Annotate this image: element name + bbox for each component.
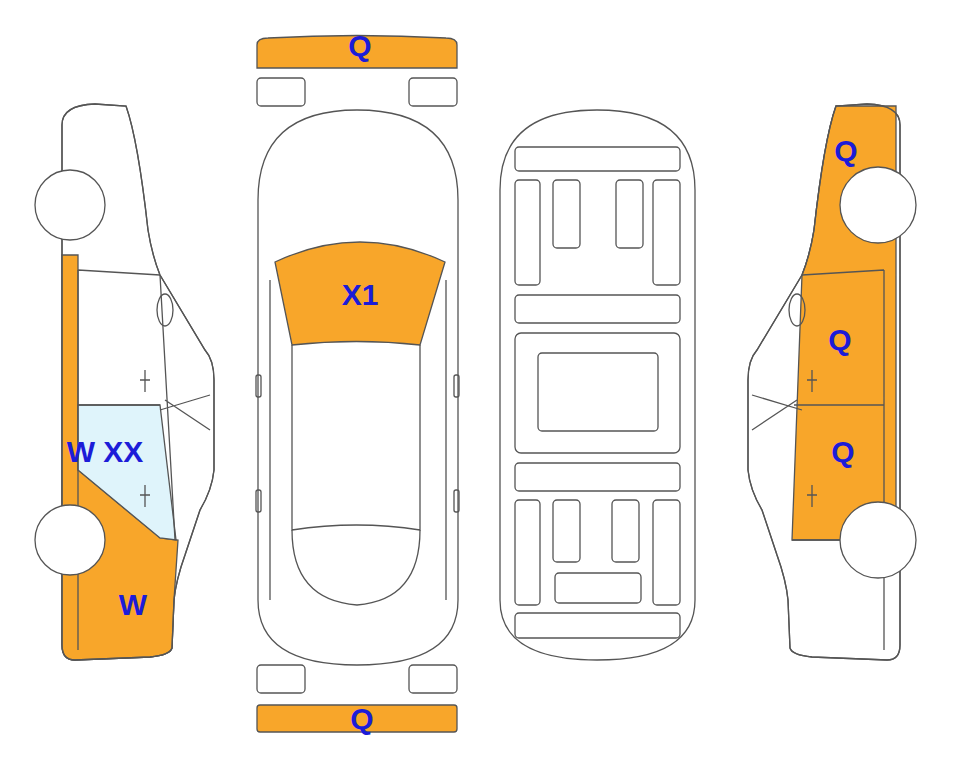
left-side-view [35, 104, 214, 660]
damage-code: Q [348, 31, 371, 61]
damage-code: X1 [342, 280, 379, 310]
damage-code: W XX [67, 437, 144, 467]
damage-code: Q [834, 136, 857, 166]
top-view [256, 36, 459, 733]
underbody-view [500, 110, 695, 660]
damage-code: Q [831, 437, 854, 467]
damage-code: Q [828, 325, 851, 355]
damage-area [62, 255, 178, 660]
right-side-view [748, 104, 916, 660]
damage-code: W [119, 590, 147, 620]
damage-code: Q [350, 704, 373, 734]
